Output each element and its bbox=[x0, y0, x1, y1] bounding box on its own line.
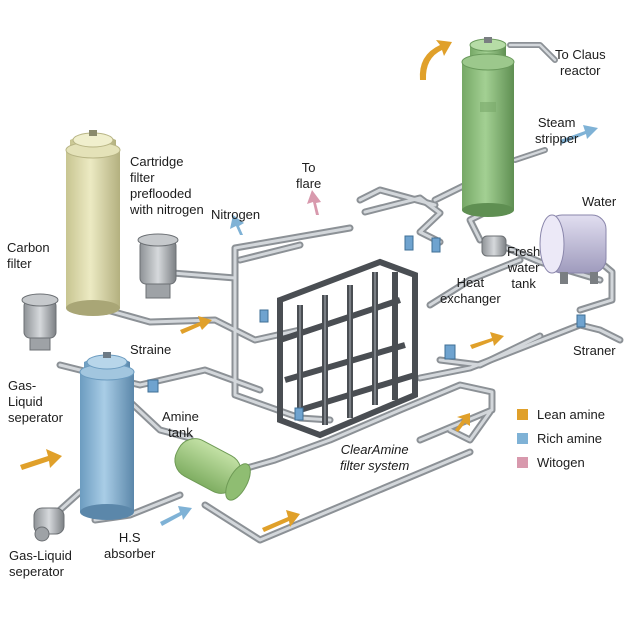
carbon-strainer-housing bbox=[21, 293, 59, 351]
gas-liquid-pump bbox=[33, 507, 65, 542]
legend-item-rich-amine: Rich amine bbox=[517, 431, 602, 446]
amine-tank-vessel bbox=[174, 438, 251, 501]
legend-item-lean-amine: Lean amine bbox=[517, 407, 605, 422]
label-straine: Straine bbox=[130, 342, 172, 357]
label-nitrogen: Nitrogen bbox=[211, 207, 261, 222]
legend-swatch-witogen bbox=[517, 457, 528, 468]
lean-amine-arrows bbox=[20, 40, 504, 532]
legend-swatch-lean bbox=[517, 409, 528, 420]
legend-label: Witogen bbox=[537, 455, 585, 470]
legend-label: Lean amine bbox=[537, 407, 605, 422]
heat-exchanger-unit bbox=[481, 235, 507, 257]
carbon-filter-vessel bbox=[65, 130, 121, 316]
fresh-water-tank-vessel bbox=[539, 214, 607, 284]
steam-stripper-vessel bbox=[461, 37, 515, 217]
label-straner: Straner bbox=[573, 343, 616, 358]
clearamine-filter-highlight bbox=[299, 272, 376, 425]
legend-swatch-rich bbox=[517, 433, 528, 444]
nitrogen-arrow bbox=[307, 190, 321, 215]
legend-label: Rich amine bbox=[537, 431, 603, 446]
legend-item-witogen: Witogen bbox=[517, 455, 585, 470]
gas-liquid-separator-vessel bbox=[79, 352, 135, 520]
label-water: Water bbox=[582, 194, 617, 209]
valve-fittings bbox=[147, 235, 586, 421]
rich-amine-arrows bbox=[160, 125, 598, 526]
cartridge-filter-housing bbox=[137, 233, 179, 299]
